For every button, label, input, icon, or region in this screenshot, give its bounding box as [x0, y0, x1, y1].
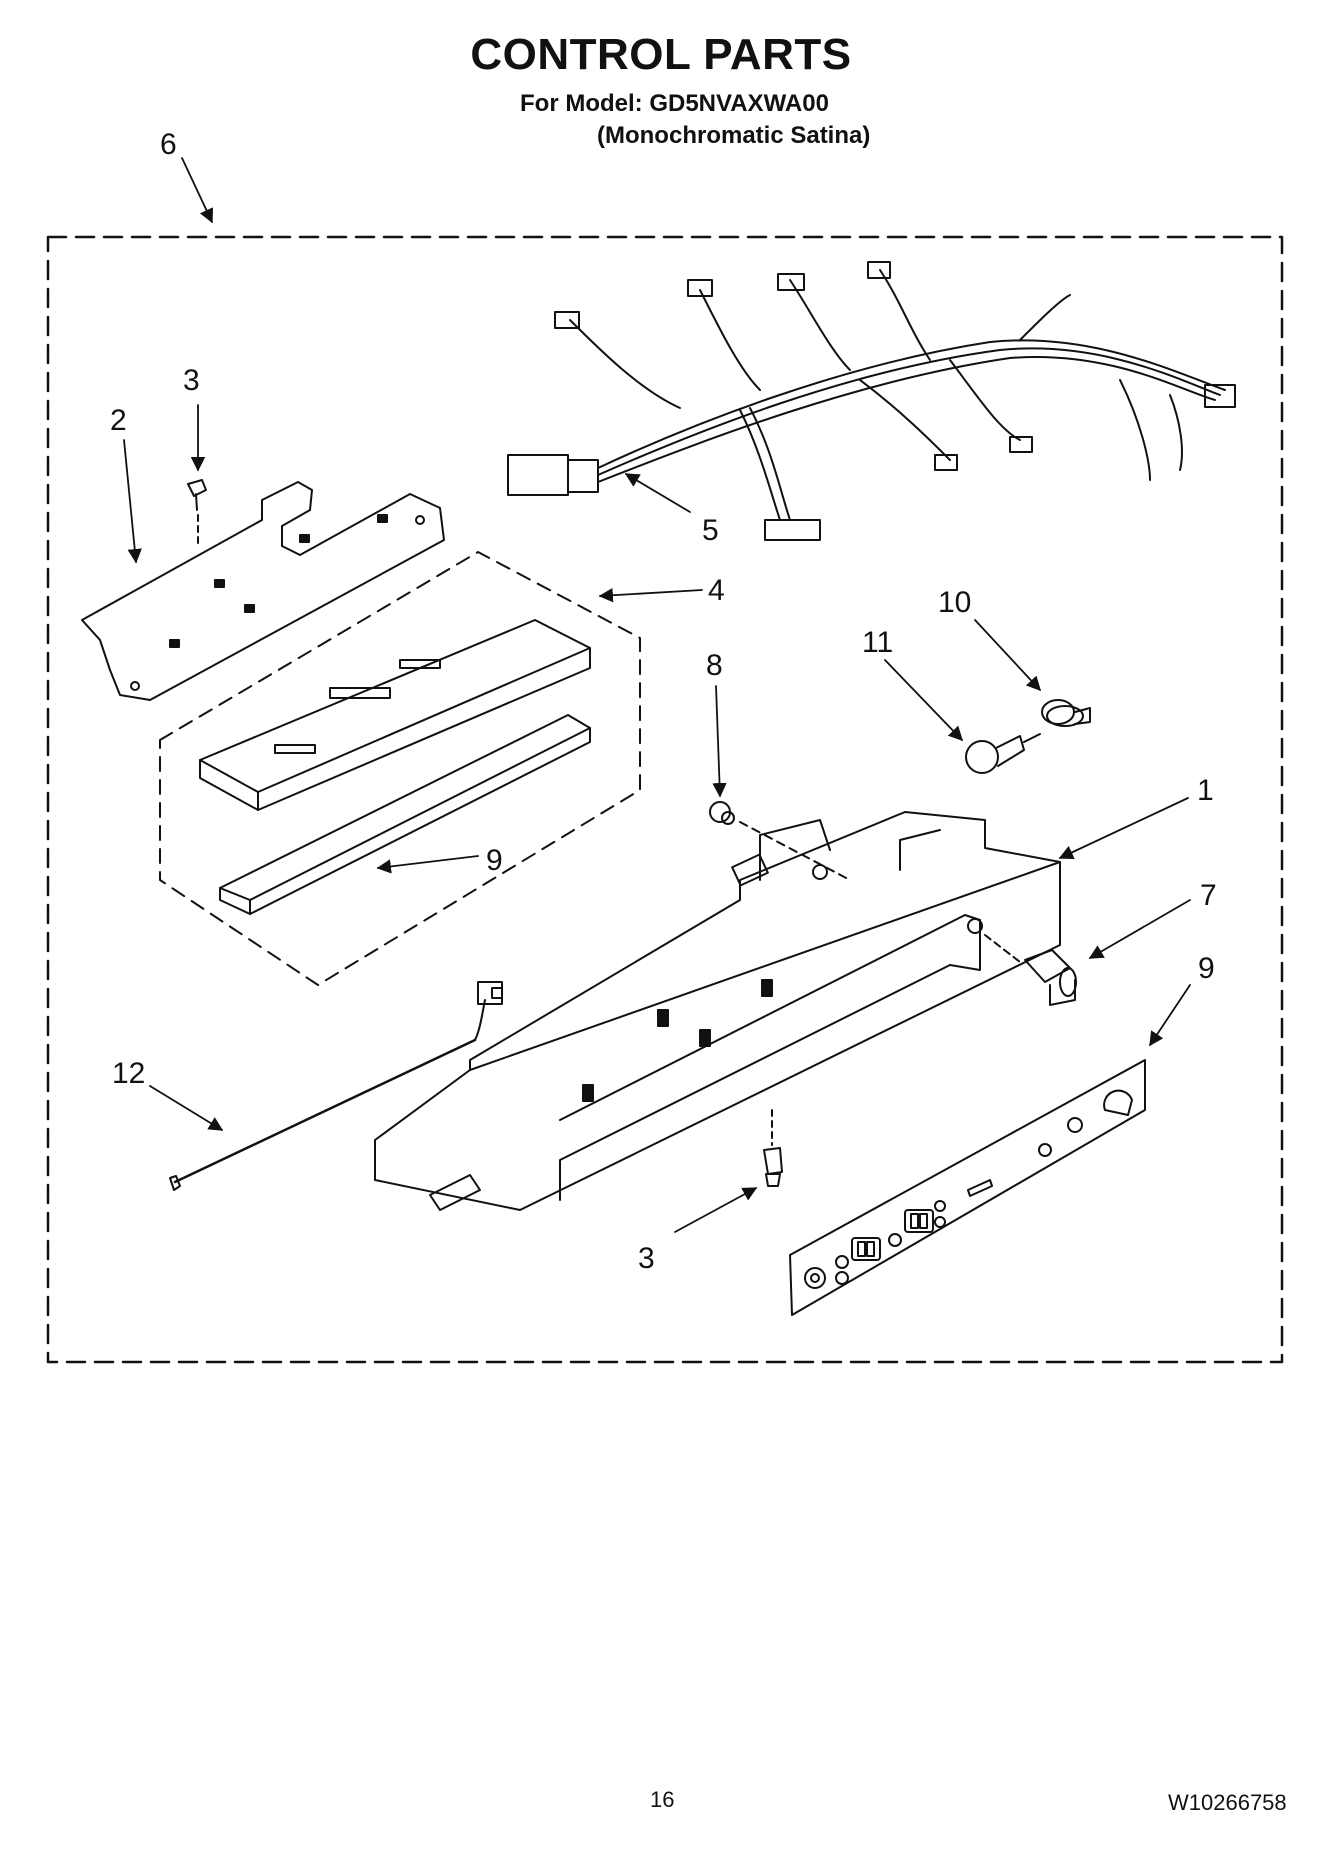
leader-arrows [123, 157, 1191, 1233]
callout-8: 8 [706, 649, 723, 682]
control-housing [374, 811, 1061, 1211]
model-line: For Model: GD5NVAXWA00 [520, 90, 829, 117]
wire-harness [507, 261, 1236, 541]
screw-upper [187, 479, 207, 546]
callout-10: 10 [938, 586, 971, 619]
document-id: W10266758 [1168, 1790, 1287, 1815]
callout-1: 1 [1197, 774, 1214, 807]
door-switch [984, 934, 1077, 1006]
callout-9-board: 9 [486, 844, 503, 877]
page-number: 16 [650, 1787, 675, 1812]
callout-4: 4 [708, 574, 725, 607]
callout-12: 12 [112, 1057, 145, 1090]
control-board-upper [199, 619, 591, 811]
control-overlay [789, 1059, 1146, 1316]
callout-6: 6 [160, 128, 177, 161]
callout-labels: 6 3 2 5 4 10 11 8 1 9 7 9 12 3 [110, 128, 1217, 1275]
callout-5: 5 [702, 514, 719, 547]
callout-3-upper: 3 [183, 364, 200, 397]
sensor-probe [169, 981, 503, 1191]
control-board-lower [219, 714, 591, 915]
callout-9-overlay: 9 [1198, 952, 1215, 985]
callout-11: 11 [862, 626, 893, 659]
screw-lower [763, 1109, 783, 1187]
grommet [709, 801, 851, 881]
callout-3-lower: 3 [638, 1242, 655, 1275]
lamp-socket [1041, 699, 1091, 727]
light-bulb [965, 733, 1041, 774]
variant-line: (Monochromatic Satina) [597, 122, 871, 149]
assembly-boundary [46, 235, 1284, 1364]
page-title: CONTROL PARTS [470, 30, 852, 79]
board-group-boundary [159, 551, 641, 986]
callout-2: 2 [110, 404, 127, 437]
callout-7: 7 [1200, 879, 1217, 912]
shield-plate [81, 481, 445, 701]
